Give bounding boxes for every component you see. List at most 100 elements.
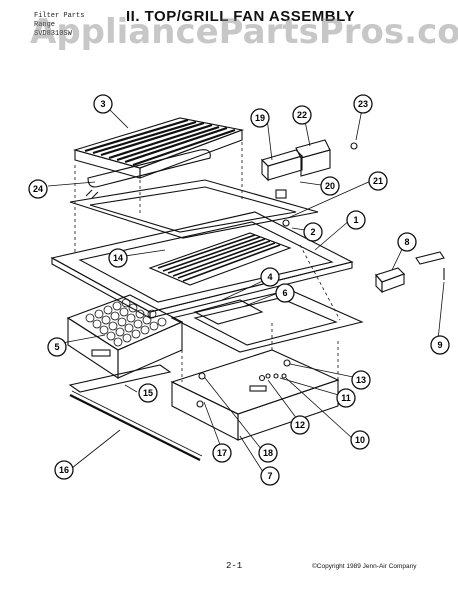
callout-circle xyxy=(320,176,340,196)
switch-drawing xyxy=(375,267,405,294)
fan-housing-drawing xyxy=(170,349,340,441)
bracket-drawing xyxy=(295,139,331,177)
callout-12: 12 xyxy=(290,415,310,435)
header-info: Filter Parts Range SVD8310SW xyxy=(34,12,84,39)
grill-plate-drawing xyxy=(148,232,292,286)
callout-number: 3 xyxy=(100,99,105,109)
callout-circle xyxy=(260,466,280,486)
callout-number: 24 xyxy=(33,184,43,194)
callout-14: 14 xyxy=(108,248,128,268)
callout-circle xyxy=(353,94,373,114)
callout-20: 20 xyxy=(320,176,340,196)
callout-19: 19 xyxy=(250,108,270,128)
callout-10: 10 xyxy=(350,430,370,450)
callout-number: 23 xyxy=(358,99,368,109)
callout-4: 4 xyxy=(260,267,280,287)
knob-drawing xyxy=(415,251,445,280)
callout-5: 5 xyxy=(47,337,67,357)
watermark: AppliancePartsPros.com xyxy=(30,12,458,52)
callout-number: 17 xyxy=(217,448,227,458)
callout-circle xyxy=(212,443,232,463)
callout-number: 18 xyxy=(263,448,273,458)
callout-3: 3 xyxy=(93,94,113,114)
callout-23: 23 xyxy=(353,94,373,114)
switch-bracket-drawing xyxy=(260,149,304,199)
callout-number: 21 xyxy=(373,176,383,186)
callout-number: 15 xyxy=(143,388,153,398)
callout-number: 20 xyxy=(325,181,335,191)
callout-circle xyxy=(336,388,356,408)
callout-24: 24 xyxy=(28,179,48,199)
heat-shield-drawing xyxy=(68,364,172,393)
callout-number: 14 xyxy=(113,253,123,263)
screw-drawing xyxy=(350,142,358,150)
header-line-2: Range xyxy=(34,21,56,29)
copyright-notice: ©Copyright 1989 Jenn-Air Company xyxy=(312,563,417,570)
callout-number: 12 xyxy=(295,420,305,430)
grill-grate-drawing xyxy=(73,117,245,179)
callout-circle xyxy=(28,179,48,199)
callout-22: 22 xyxy=(292,105,312,125)
callout-circle xyxy=(290,415,310,435)
callout-11: 11 xyxy=(336,388,356,408)
callout-number: 5 xyxy=(54,342,59,352)
callout-9: 9 xyxy=(430,335,450,355)
callout-circle xyxy=(397,232,417,252)
callout-8: 8 xyxy=(397,232,417,252)
callout-circle xyxy=(303,222,323,242)
callout-18: 18 xyxy=(258,443,278,463)
callout-21: 21 xyxy=(368,171,388,191)
callout-circle xyxy=(430,335,450,355)
callout-circle xyxy=(47,337,67,357)
callout-circle xyxy=(138,383,158,403)
callout-circle xyxy=(275,283,295,303)
callout-number: 4 xyxy=(267,272,272,282)
callout-number: 8 xyxy=(404,237,409,247)
callout-circle xyxy=(368,171,388,191)
callout-number: 11 xyxy=(341,393,351,403)
callout-circle xyxy=(260,267,280,287)
heating-element-drawing xyxy=(85,149,211,199)
callout-number: 2 xyxy=(310,227,315,237)
callout-16: 16 xyxy=(54,460,74,480)
callout-circle xyxy=(258,443,278,463)
rock-tray-drawing xyxy=(66,294,184,380)
cooktop-frame-drawing xyxy=(50,211,354,319)
callout-circle xyxy=(351,370,371,390)
callout-6: 6 xyxy=(275,283,295,303)
rocks-drawing xyxy=(85,298,167,347)
callout-circle xyxy=(108,248,128,268)
callout-1: 1 xyxy=(346,210,366,230)
nut-drawing xyxy=(282,219,290,227)
callout-number: 19 xyxy=(255,113,265,123)
callout-number: 9 xyxy=(437,340,442,350)
callout-13: 13 xyxy=(351,370,371,390)
rod-drawing xyxy=(69,390,203,461)
callout-number: 22 xyxy=(297,110,307,120)
fan-small-parts-drawing xyxy=(196,359,291,408)
page-title: II. TOP/GRILL FAN ASSEMBLY xyxy=(126,8,355,25)
callout-circle xyxy=(292,105,312,125)
callout-circle xyxy=(93,94,113,114)
callout-2: 2 xyxy=(303,222,323,242)
callout-number: 1 xyxy=(353,215,358,225)
callout-number: 7 xyxy=(267,471,272,481)
callout-circle xyxy=(54,460,74,480)
callout-circle xyxy=(350,430,370,450)
callout-circle xyxy=(346,210,366,230)
callout-17: 17 xyxy=(212,443,232,463)
header-line-3: SVD8310SW xyxy=(34,30,72,38)
callout-7: 7 xyxy=(260,466,280,486)
callout-number: 10 xyxy=(355,435,365,445)
callout-circle xyxy=(250,108,270,128)
callout-number: 16 xyxy=(59,465,69,475)
leader-lines xyxy=(47,103,445,476)
callout-number: 13 xyxy=(356,375,366,385)
callout-15: 15 xyxy=(138,383,158,403)
callout-number: 6 xyxy=(282,288,287,298)
page-number: 2-1 xyxy=(226,561,243,571)
header-line-1: Filter Parts xyxy=(34,12,85,20)
